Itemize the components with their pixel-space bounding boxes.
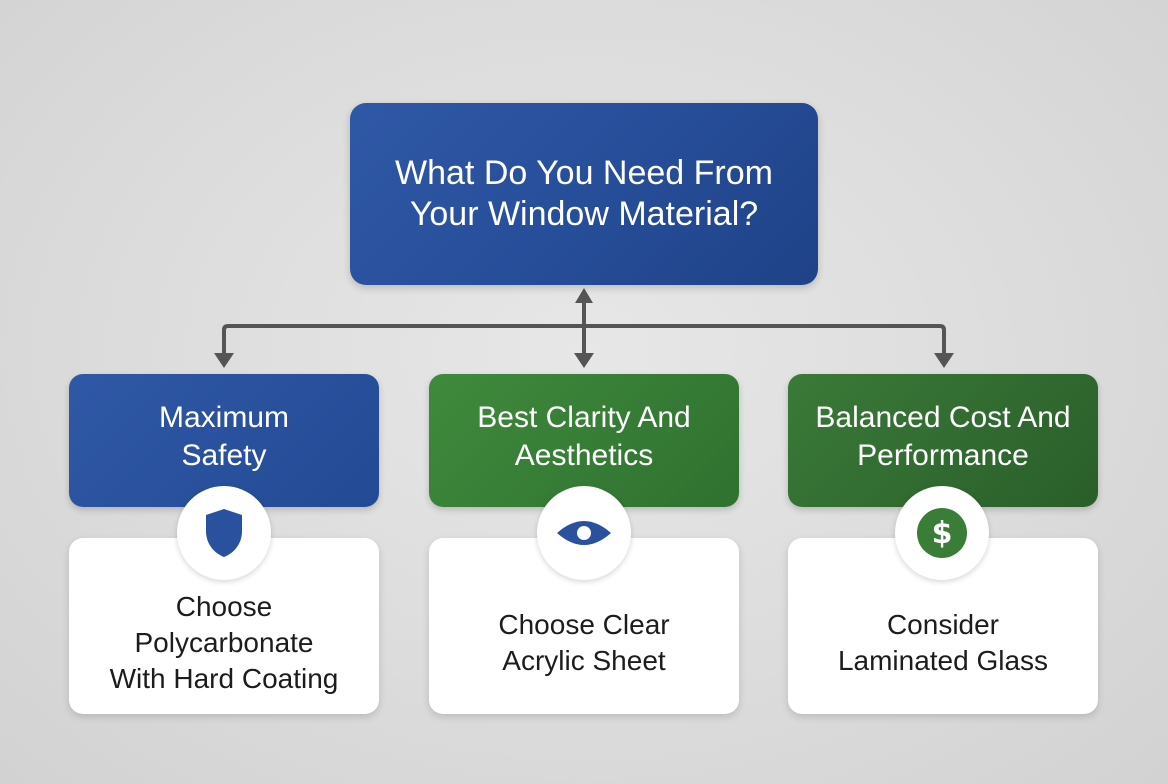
need-label-clarity: Best Clarity And Aesthetics	[477, 400, 691, 472]
svg-text:$: $	[932, 516, 953, 551]
need-node-safety: Maximum Safety	[69, 374, 379, 507]
recommendation-text-cost: Consider Laminated Glass	[837, 609, 1049, 676]
eye-icon	[557, 521, 611, 545]
icon-badge-clarity	[537, 486, 631, 580]
root-question-node: What Do You Need From Your Window Materi…	[350, 103, 818, 285]
arrow-down-cost	[934, 353, 954, 368]
need-label-cost: Balanced Cost And Performance	[815, 400, 1071, 472]
need-label-safety: Maximum Safety	[158, 400, 289, 472]
arrow-down-clarity	[574, 353, 594, 368]
recommendation-text-safety: Choose Polycarbonate With Hard Coating	[109, 591, 339, 694]
arrow-down-safety	[214, 353, 234, 368]
need-node-cost: Balanced Cost And Performance	[788, 374, 1098, 507]
arrow-up-to-root	[575, 288, 593, 303]
recommendation-text-clarity: Choose Clear Acrylic Sheet	[498, 609, 670, 676]
icon-badge-safety	[177, 486, 271, 580]
dollar-icon: $	[917, 508, 967, 558]
need-node-clarity: Best Clarity And Aesthetics	[429, 374, 739, 507]
root-question-title: What Do You Need From Your Window Materi…	[395, 154, 773, 233]
shield-icon	[206, 509, 242, 557]
icon-badge-cost: $	[895, 486, 989, 580]
